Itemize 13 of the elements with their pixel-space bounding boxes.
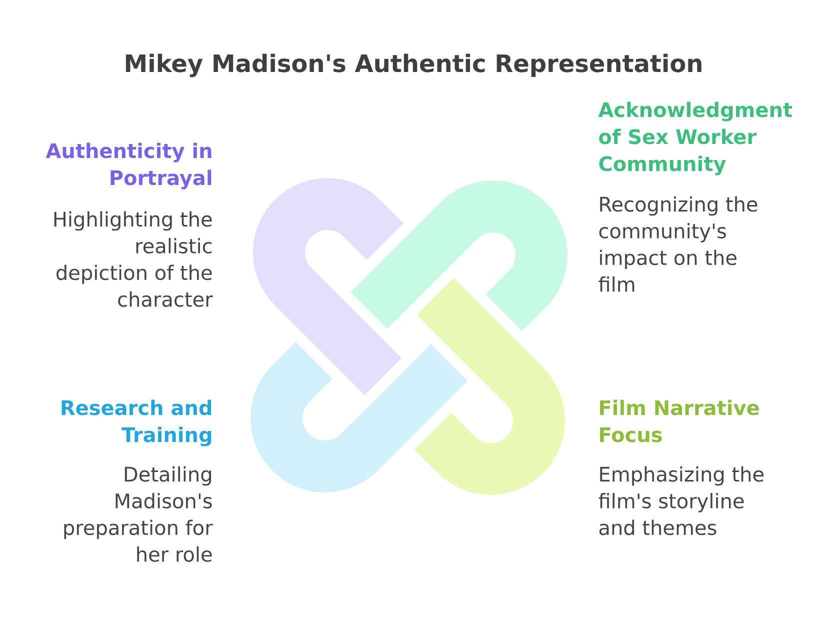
description: Recognizing the community's impact on the film xyxy=(598,196,758,292)
description: Detailing Madison's preparation for her role xyxy=(64,466,213,562)
loop-shape xyxy=(414,278,565,495)
description: Emphasizing the film's storyline and themes xyxy=(598,466,764,536)
loop-shape xyxy=(250,342,468,492)
description: Highlighting the realistic depiction of the character xyxy=(54,211,213,307)
loop-shape xyxy=(350,180,568,331)
heading: Film Narrative Focus xyxy=(600,400,759,442)
heading: Authenticity in Portrayal xyxy=(46,142,212,190)
loop-shape xyxy=(253,178,404,395)
heading: Acknowledgment of Sex Worker Community xyxy=(598,102,792,176)
title: Mikey Madison's Authentic Representation xyxy=(126,54,702,78)
heading: Research and Training xyxy=(62,400,212,446)
